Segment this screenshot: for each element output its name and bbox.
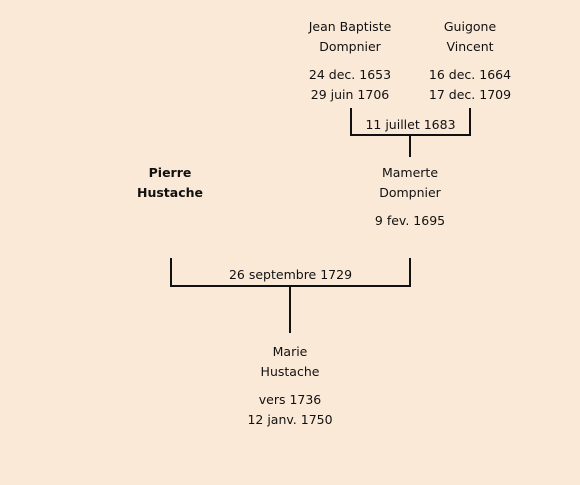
marriage-date: 26 septembre 1729 bbox=[228, 267, 353, 282]
person-guigone-vincent: Guigone Vincent 16 dec. 1664 17 dec. 170… bbox=[410, 17, 530, 105]
connector-line bbox=[350, 134, 471, 136]
connector-line bbox=[170, 285, 411, 287]
death-date: 12 janv. 1750 bbox=[247, 412, 333, 427]
birth-date: 24 dec. 1653 bbox=[308, 67, 392, 82]
marriage-date: 11 juillet 1683 bbox=[365, 117, 456, 132]
person-pierre-hustache: Pierre Hustache bbox=[110, 163, 230, 203]
birth-date: vers 1736 bbox=[258, 392, 322, 407]
descent-line bbox=[289, 287, 291, 333]
death-date: 29 juin 1706 bbox=[310, 87, 390, 102]
person-first-name: Jean Baptiste bbox=[308, 19, 392, 34]
person-first-name: Pierre bbox=[148, 165, 192, 180]
connector-line bbox=[409, 258, 411, 287]
connector-line bbox=[469, 108, 471, 136]
person-last-name: Hustache bbox=[137, 185, 203, 200]
person-last-name: Hustache bbox=[260, 364, 320, 379]
connector-line bbox=[350, 108, 352, 136]
person-last-name: Dompnier bbox=[379, 185, 441, 200]
connector-line bbox=[170, 258, 172, 287]
person-first-name: Marie bbox=[272, 344, 308, 359]
birth-date: 16 dec. 1664 bbox=[428, 67, 512, 82]
person-last-name: Dompnier bbox=[319, 39, 381, 54]
person-mamerte-dompnier: Mamerte Dompnier 9 fev. 1695 bbox=[350, 163, 470, 231]
person-last-name: Vincent bbox=[446, 39, 494, 54]
person-first-name: Mamerte bbox=[381, 165, 439, 180]
person-first-name: Guigone bbox=[443, 19, 497, 34]
descent-line bbox=[409, 136, 411, 157]
death-date: 17 dec. 1709 bbox=[428, 87, 512, 102]
person-marie-hustache: Marie Hustache vers 1736 12 janv. 1750 bbox=[230, 342, 350, 430]
birth-date: 9 fev. 1695 bbox=[374, 213, 446, 228]
person-jean-baptiste-dompnier: Jean Baptiste Dompnier 24 dec. 1653 29 j… bbox=[290, 17, 410, 105]
